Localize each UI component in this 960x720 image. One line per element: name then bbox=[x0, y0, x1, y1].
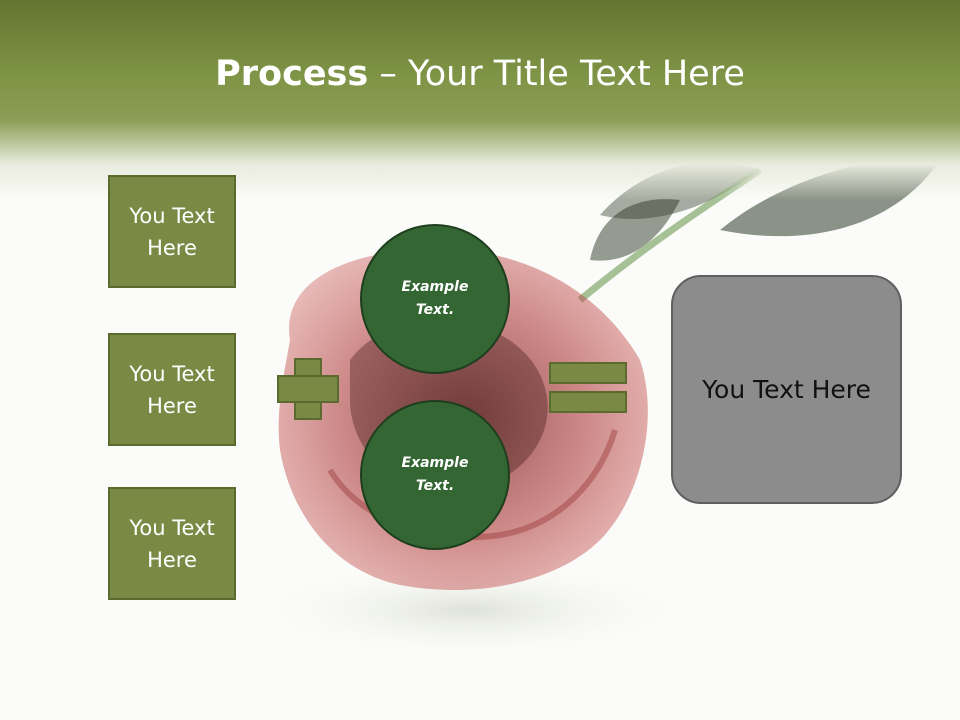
text-box-1[interactable]: You Text Here bbox=[108, 175, 236, 288]
title-rest-part: – Your Title Text Here bbox=[368, 54, 745, 94]
example-circle-2[interactable]: Example Text. bbox=[360, 400, 510, 550]
text-box-3-label: You Text Here bbox=[129, 515, 215, 572]
result-box[interactable]: You Text Here bbox=[671, 275, 902, 504]
equals-icon-bottom-bar bbox=[549, 391, 627, 413]
plus-icon-center bbox=[296, 377, 320, 401]
example-circle-1[interactable]: Example Text. bbox=[360, 224, 510, 374]
result-box-label: You Text Here bbox=[702, 375, 871, 404]
slide-title: Process – Your Title Text Here bbox=[0, 52, 960, 96]
text-box-2[interactable]: You Text Here bbox=[108, 333, 236, 446]
text-box-2-label: You Text Here bbox=[129, 361, 215, 418]
header-band bbox=[0, 0, 960, 200]
equals-icon-top-bar bbox=[549, 362, 627, 384]
example-circle-2-label: Example Text. bbox=[401, 455, 469, 494]
title-bold-part: Process bbox=[215, 54, 369, 94]
example-circle-1-label: Example Text. bbox=[401, 279, 469, 318]
text-box-3[interactable]: You Text Here bbox=[108, 487, 236, 600]
text-box-1-label: You Text Here bbox=[129, 203, 215, 260]
